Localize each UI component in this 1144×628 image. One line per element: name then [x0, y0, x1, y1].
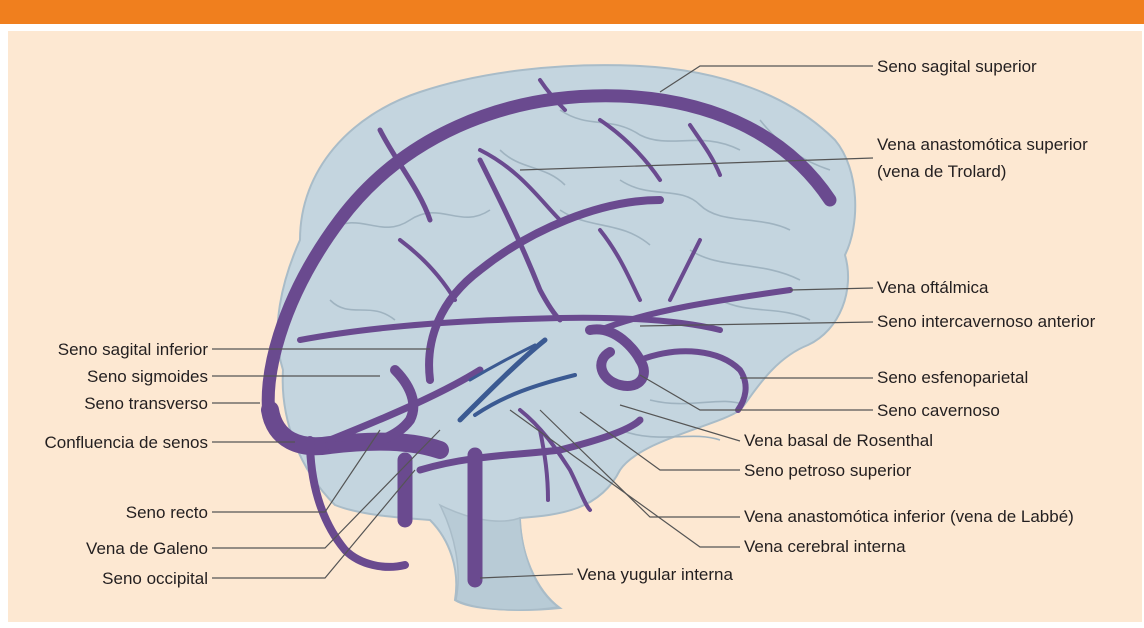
label-vena-cerebral-interna: Vena cerebral interna: [744, 537, 906, 556]
label-vena-anastomotica-inferior: Vena anastomótica inferior (vena de Labb…: [744, 507, 1074, 526]
brain-stem: [440, 505, 558, 610]
label-vena-oftalmica: Vena oftálmica: [877, 278, 989, 297]
label-vena-de-trolard: (vena de Trolard): [877, 162, 1006, 181]
label-seno-petroso-superior: Seno petroso superior: [744, 461, 912, 480]
label-vena-anastomotica-superior: Vena anastomótica superior: [877, 135, 1088, 154]
label-seno-sagital-inferior: Seno sagital inferior: [58, 340, 209, 359]
label-seno-transverso: Seno transverso: [84, 394, 208, 413]
label-vena-yugular-interna: Vena yugular interna: [577, 565, 733, 584]
label-confluencia-de-senos: Confluencia de senos: [44, 433, 208, 452]
label-seno-sigmoides: Seno sigmoides: [87, 367, 208, 386]
label-seno-esfenoparietal: Seno esfenoparietal: [877, 368, 1028, 387]
label-seno-cavernoso: Seno cavernoso: [877, 401, 1000, 420]
label-seno-recto: Seno recto: [126, 503, 208, 522]
label-seno-occipital: Seno occipital: [102, 569, 208, 588]
label-vena-de-galeno: Vena de Galeno: [86, 539, 208, 558]
left-labels: Seno sagital inferior Seno sigmoides Sen…: [44, 340, 208, 588]
label-vena-basal-rosenthal: Vena basal de Rosenthal: [744, 431, 933, 450]
label-seno-intercavernoso-anterior: Seno intercavernoso anterior: [877, 312, 1096, 331]
label-seno-sagital-superior: Seno sagital superior: [877, 57, 1037, 76]
